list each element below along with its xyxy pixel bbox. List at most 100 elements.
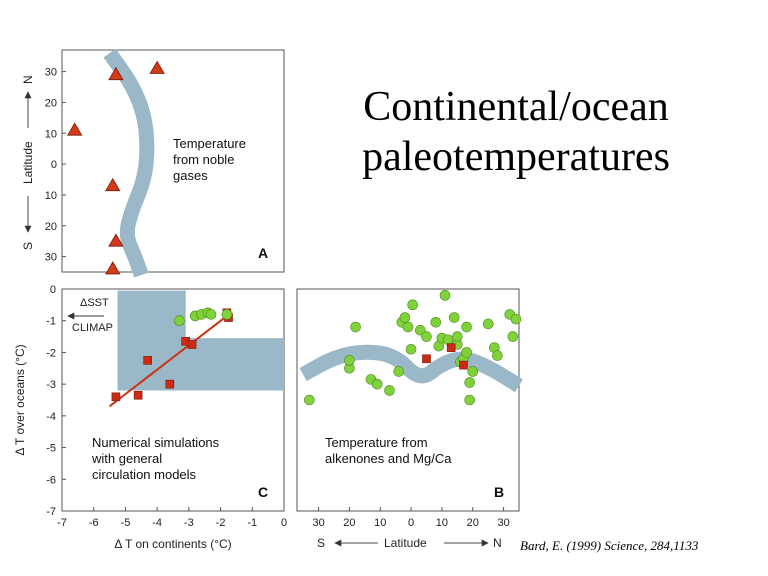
- panel-a-ylabel-south: S: [21, 242, 35, 250]
- panel-a-letter: A: [258, 245, 268, 261]
- panel-b-x-tick-label: 20: [467, 517, 479, 529]
- panel-b-circle-point: [492, 350, 503, 361]
- panel-b-circle-point: [430, 316, 442, 328]
- panel-a-y-tick-label: 10: [45, 128, 57, 140]
- panel-a-y-tick-label: 30: [45, 67, 57, 79]
- panel-b-circle-point: [371, 378, 383, 390]
- panel-a-triangle-point: [66, 122, 83, 136]
- panel-c-x-tick-label: -4: [152, 517, 162, 529]
- panel-b-circle-point: [461, 321, 472, 333]
- slide-title-line-2: paleotemperatures: [362, 134, 670, 180]
- panel-b-note-line-1: Temperature from: [325, 435, 428, 450]
- panel-c-square-point: [111, 392, 121, 402]
- panel-a-note-line-1: Temperature: [173, 136, 246, 151]
- panel-b-circle-point: [442, 334, 454, 346]
- panel-b-circle-point: [393, 366, 405, 377]
- panel-c-arrow-label-2: CLIMAP: [72, 322, 113, 334]
- panel-b-band: [299, 344, 524, 393]
- panel-b-square-point: [459, 360, 468, 370]
- panel-b-x-tick-label: 30: [497, 517, 509, 529]
- panel-b-circle-point: [402, 321, 414, 333]
- panel-b-circle-point: [421, 331, 432, 342]
- panel-c-note-line-3: circulation models: [92, 467, 197, 482]
- panel-a-band: [103, 48, 155, 279]
- panel-b-circle-point: [467, 366, 479, 377]
- panel-c-y-tick-label: -4: [46, 411, 56, 423]
- panel-c-xlabel: Δ T on continents (°C): [114, 537, 231, 551]
- panel-b-circle-point: [384, 385, 395, 396]
- panel-c-y-tick-label: -5: [46, 443, 56, 455]
- panel-b-points: [304, 290, 522, 406]
- panel-c-fit-line: [108, 315, 228, 408]
- panel-b-circle-point: [464, 377, 475, 388]
- panel-c-x-tick-label: -1: [247, 517, 257, 529]
- panel-c-y-tick-label: 0: [50, 284, 56, 296]
- panel-c-square-point: [133, 390, 143, 400]
- panel-c-note-line-1: Numerical simulations: [92, 435, 220, 450]
- panel-b-circle-point: [405, 343, 417, 355]
- panel-b-circle-point: [304, 394, 315, 406]
- panel-b-square-point: [446, 343, 456, 352]
- panel-c-square-point: [143, 356, 152, 365]
- panel-c-square-point: [165, 379, 175, 389]
- panel-a-triangle-point: [105, 261, 121, 275]
- panel-b-circle-point: [510, 313, 522, 325]
- panel-b-circle-point: [482, 318, 494, 330]
- panel-b-x-tick-label: 20: [343, 517, 355, 529]
- panel-c-circle-point: [205, 309, 217, 320]
- panel-c-ylabel: Δ T over oceans (°C): [13, 344, 27, 455]
- panel-c-letter: C: [258, 484, 268, 500]
- panel-c-x-tick-label: -5: [121, 517, 131, 529]
- panel-a-points: [66, 60, 165, 275]
- panel-a-triangle-point: [105, 177, 121, 192]
- panel-a-note-line-2: from noble: [173, 152, 234, 167]
- panel-b-xlabel-north: N: [493, 536, 502, 550]
- panel-a-y-axis-label: S Latitude N: [21, 75, 35, 250]
- panel-c-circle-point: [174, 315, 185, 327]
- panel-b-circle-point: [464, 394, 475, 406]
- panel-b-x-tick-label: 10: [374, 517, 386, 529]
- panel-b-letter: B: [494, 484, 504, 500]
- panel-b-xlabel-south: S: [317, 536, 325, 550]
- panel-a-triangle-point: [108, 66, 124, 81]
- panel-c-circle-point: [221, 309, 233, 320]
- panel-c-arrow-label-1: ΔSST: [80, 297, 109, 309]
- slide-title-line-1: Continental/ocean: [363, 84, 669, 130]
- panel-a-frame: [61, 49, 285, 273]
- panel-a-y-tick-label: 30: [45, 252, 57, 264]
- panel-c-y-tick-label: -6: [46, 474, 56, 486]
- panel-c-y-tick-label: -3: [46, 379, 56, 391]
- panel-b-circle-point: [439, 290, 451, 301]
- panel-a-y-tick-label: 0: [51, 159, 57, 171]
- panel-b-circle-point: [448, 312, 460, 323]
- panel-a-note-line-3: gases: [173, 168, 208, 183]
- panel-b-x-tick-label: 30: [312, 517, 324, 529]
- panel-b-circle-point: [507, 331, 519, 342]
- panel-c-y-tick-label: -2: [46, 347, 56, 359]
- panel-a-y-tick-label: 10: [45, 190, 57, 202]
- panel-a: 30 20 10 0 10 20 30 Temperature from noble gas…: [21, 48, 285, 279]
- panel-c-x-tick-label: 0: [281, 517, 287, 529]
- panel-b-x-tick-label: 0: [408, 517, 414, 529]
- panel-b-circle-point: [344, 355, 355, 366]
- panel-c-shaded-region: [117, 290, 284, 391]
- panel-a-y-tick-label: 20: [45, 221, 57, 233]
- citation: Bard, E. (1999) Science, 284,1133: [520, 538, 699, 553]
- panel-c-square-point: [187, 340, 197, 349]
- panel-b-circle-point: [452, 331, 463, 342]
- panel-c-x-tick-label: -2: [216, 517, 226, 529]
- panel-a-y-ticks: 30 20 10 0 10 20 30: [45, 67, 66, 264]
- panel-a-y-tick-label: 20: [45, 97, 57, 109]
- panel-a-ylabel: Latitude: [21, 141, 35, 184]
- panel-c-x-tick-label: -3: [184, 517, 194, 529]
- panel-a-ylabel-north: N: [21, 75, 35, 84]
- panel-b-circle-point: [399, 312, 411, 323]
- panel-c-y-tick-label: -7: [46, 506, 56, 518]
- panel-b-square-point: [422, 354, 431, 364]
- panel-c-note-line-2: with general: [91, 451, 162, 466]
